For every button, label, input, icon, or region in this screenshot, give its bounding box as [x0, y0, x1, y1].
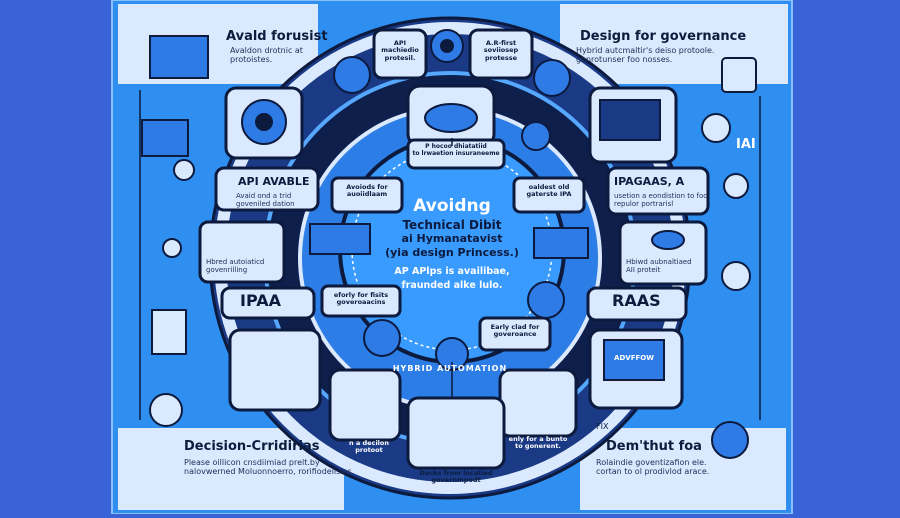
label-raas: RAAS: [612, 291, 661, 310]
node-early-fr: [320, 284, 402, 318]
ring-label-bottom-b: enly for a bunto to gonerent.: [508, 435, 568, 451]
center-line3: ai Hymanatavist: [401, 232, 503, 245]
center-line6: fraunded alke lulo.: [401, 280, 503, 291]
node-raas: [586, 286, 688, 322]
label-hybrid-left: Hbred autoiaticd govenrilling: [206, 258, 265, 275]
card-bottom-right: [580, 428, 786, 510]
corner-subtitle-top-right: Hybrid autcmaltir's deiso protoole. gonr…: [576, 46, 715, 65]
node-center-note: [406, 138, 506, 170]
search-icon: [162, 238, 182, 258]
node-api-top: [372, 28, 428, 80]
node-avoid-for: [330, 176, 404, 214]
node-oaldest: [512, 176, 586, 214]
node-api-available: [214, 166, 320, 212]
ring-label-avoid-for: Avoiods for auoiidlaam: [346, 183, 388, 199]
node-ipaa: [220, 286, 316, 320]
node-doc-bottom: [406, 396, 506, 470]
screen-icon: [533, 227, 589, 259]
center-arc-label: HYBRID AUTOMATION: [392, 364, 508, 373]
ring-label-api-top: API machiedio protesil.: [381, 39, 419, 62]
node-api-first: [468, 28, 534, 80]
corner-title-top-right: Design for governance: [580, 29, 747, 44]
label-ipaasas: IPAGAAS, A: [614, 175, 685, 188]
corner-subtitle-top-left: Avaldon drotnic at protoistes.: [230, 46, 303, 65]
gear-icon: [521, 121, 551, 151]
clock-icon: [721, 261, 751, 291]
center-line2: Technical Dibit: [402, 218, 502, 232]
node-ipaasas: [606, 166, 710, 216]
app-icon: [721, 57, 757, 93]
corner-subtitle-bottom-left: Please oillicon cnsdiimiad prelt.by nalo…: [184, 458, 355, 477]
shield-icon: [173, 159, 195, 181]
node-servers-left: [228, 328, 322, 412]
monitor-icon: [599, 99, 661, 141]
ring-label-oaldest: oaldest old gaterste IPA: [526, 183, 572, 199]
monitor-icons: [141, 35, 665, 381]
clock-icon: [149, 393, 183, 427]
center-line5: AP APlps is availibae,: [394, 266, 510, 277]
cloud-icon: [651, 230, 685, 250]
corner-title-bottom-right: Dem'thut foa: [606, 439, 702, 454]
corner-title-bottom-left: Decision-Crridirias: [184, 439, 320, 454]
side-icons: [149, 57, 757, 459]
label-hybrid-right: Hbiwd aubnaltiaed AII proteit: [626, 258, 692, 275]
ring-label-center-note: P hocoo dhiatatiid to lrwaetion insurane…: [412, 143, 500, 157]
gear-icon: [527, 281, 565, 319]
gear-hub: [255, 113, 273, 131]
label-ipaasas-sub: usetion a eondistion to foo repulor port…: [614, 192, 708, 209]
gear-icon: [533, 59, 571, 97]
ring-label-early-fr: eforly for fisits goveroaacins: [333, 291, 389, 307]
monitor-icon: [603, 339, 665, 381]
label-iai: IAI: [736, 137, 756, 152]
label-fix: FIX: [596, 422, 609, 431]
ring-label-bottom-a: n a decilon protoot: [348, 439, 389, 455]
node-early-gov: [478, 316, 552, 352]
settings-icon: [701, 113, 731, 143]
monitor-icon: [141, 119, 189, 157]
server-icon: [151, 309, 187, 355]
center-title: Avoidng: [413, 196, 491, 216]
ring-label-api-first: A.R-first soviiosep protesse: [483, 39, 519, 62]
center-line4: (yia design Princess.): [385, 246, 519, 259]
corner-subtitle-bottom-right: Rolaindie goventizafion ele. cortan to o…: [596, 458, 710, 477]
connectors: [139, 90, 761, 420]
ring-label-screen: ADVFFOW: [614, 354, 654, 362]
gear-icons: [241, 29, 571, 371]
corner-title-top-left: Avald forusist: [226, 29, 328, 44]
gear-icon: [333, 56, 371, 94]
screen-icon: [309, 223, 371, 255]
gear-icon: [363, 319, 401, 357]
check-icon: [711, 421, 749, 459]
cloud-icon: [424, 103, 478, 133]
monitor-icon: [149, 35, 209, 79]
label-ipaa: IPAA: [240, 291, 281, 310]
ai-icon: [723, 173, 749, 199]
node-doc-left: [328, 368, 402, 442]
label-api-available-sub: Avaid ond a trid goveniled dation: [236, 192, 295, 209]
ring-label-bottom-c: Decks from locatied governmpodt: [419, 469, 493, 485]
label-api-available: API AVABLE: [238, 175, 310, 188]
ring-label-early-gov: Early clad for goveroance: [490, 323, 540, 339]
gear-hub: [440, 39, 454, 53]
node-hybrid-left: [198, 220, 286, 284]
node-chart-bottom: [498, 368, 578, 438]
